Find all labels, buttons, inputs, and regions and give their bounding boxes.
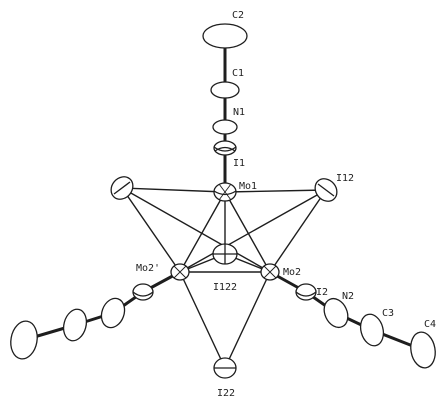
label-c3: C3 [382, 308, 394, 319]
atom-c4 [410, 331, 436, 369]
atom-c3 [359, 313, 385, 347]
label-c4: C4 [424, 319, 436, 330]
label-mo2prime: Mo2' [136, 263, 160, 274]
atom-n2 [323, 297, 349, 329]
bond-mo1-mo2prime [179, 191, 226, 273]
atom-i22 [213, 357, 237, 379]
atom-i1 [213, 140, 237, 156]
bond-mo2-i12prime [121, 187, 271, 273]
label-n1: N1 [233, 107, 245, 118]
bond-mo1-i12prime [121, 187, 226, 193]
label-i2: I2 [316, 287, 328, 298]
atom-n2prime [100, 297, 126, 329]
label-i22: I22 [217, 388, 235, 399]
atom-mo1 [213, 182, 237, 202]
atom-i2 [295, 283, 317, 301]
atom-i12 [314, 178, 338, 202]
bond-mo2-i22 [224, 271, 271, 369]
bond-mo2prime-i12prime [121, 187, 181, 273]
label-i12: I12 [336, 173, 354, 184]
bond-mo2prime-i22 [179, 271, 226, 369]
atom-i12prime [110, 176, 134, 200]
atom-i2prime [132, 283, 154, 301]
label-c1: C1 [232, 68, 244, 79]
label-c2: C2 [232, 10, 244, 21]
label-i122: I122 [213, 282, 237, 293]
bond-mo2prime-i12 [179, 189, 327, 273]
atom-mo2prime [170, 263, 190, 281]
label-n2: N2 [342, 291, 354, 302]
atom-labels: C2 C1 N1 I1 Mo1 I12 Mo2' I122 Mo2 I2 N2 … [136, 10, 436, 399]
atom-i122 [212, 243, 238, 265]
label-mo1: Mo1 [239, 181, 257, 192]
atoms [10, 23, 436, 379]
atom-c3prime [62, 308, 88, 342]
bond-mo1-i12 [224, 189, 327, 193]
atom-c1 [210, 81, 240, 99]
label-i1: I1 [233, 158, 245, 169]
atom-c4prime [10, 320, 38, 360]
bond-mo2-i12 [269, 189, 327, 273]
bond-mo1-mo2 [224, 191, 271, 273]
atom-mo2 [260, 263, 280, 281]
atom-n1 [212, 119, 238, 135]
atom-c2 [202, 23, 248, 49]
label-mo2: Mo2 [283, 267, 301, 278]
